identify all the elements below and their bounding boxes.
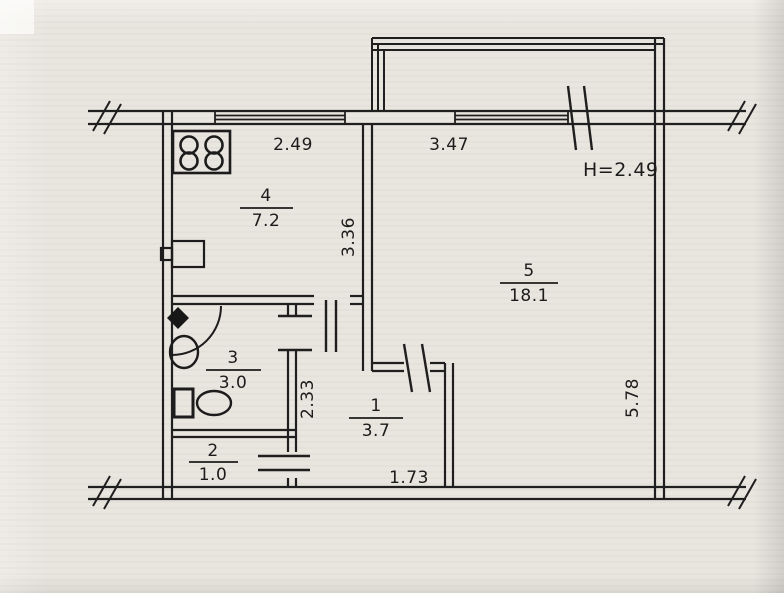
ceiling-height-label: H=2.49 xyxy=(583,159,659,181)
room-4-label: 4 7.2 xyxy=(240,186,293,231)
dim-kitchen-window: 2.49 xyxy=(273,135,313,155)
wall-break-marks xyxy=(92,100,757,510)
door-swing-arc xyxy=(171,305,222,356)
balcony-outline xyxy=(371,37,664,111)
room-1-label: 1 3.7 xyxy=(349,396,403,441)
room-3-area: 3.0 xyxy=(219,373,248,393)
dim-kitchen-depth: 3.36 xyxy=(339,217,359,257)
bathroom-door-mark xyxy=(278,314,312,352)
balcony-door-mark xyxy=(566,85,594,151)
kitchen-door-mark xyxy=(324,300,338,352)
room-3-number: 3 xyxy=(227,348,238,368)
dim-living-window: 3.47 xyxy=(429,135,469,155)
room-1-number: 1 xyxy=(370,396,381,416)
vent-box-icon xyxy=(159,239,206,269)
room-5-area: 18.1 xyxy=(509,286,549,306)
room-3-label: 3 3.0 xyxy=(206,348,261,393)
living-room-door-mark xyxy=(402,343,432,393)
stove-icon xyxy=(171,129,232,175)
dim-hall-left-depth: 2.33 xyxy=(298,379,318,419)
room-1-area: 3.7 xyxy=(362,421,391,441)
room-2-area: 1.0 xyxy=(199,465,228,485)
door-leaf-icon xyxy=(167,307,189,329)
wc-door-mark xyxy=(258,454,310,472)
dim-living-depth: 5.78 xyxy=(623,378,643,418)
washbasin-icon xyxy=(168,334,200,370)
room-4-number: 4 xyxy=(260,186,271,206)
toilet-icon xyxy=(172,387,233,419)
scan-corner-artifact xyxy=(0,0,34,34)
dim-hall-bottom-width: 1.73 xyxy=(389,468,429,488)
living-room-window xyxy=(454,111,569,124)
kitchen-window xyxy=(214,111,346,124)
room-2-label: 2 1.0 xyxy=(189,441,238,485)
room-4-area: 7.2 xyxy=(252,211,281,231)
room-5-label: 5 18.1 xyxy=(500,261,558,306)
room-2-number: 2 xyxy=(207,441,218,461)
interior-walls xyxy=(172,124,455,487)
room-5-number: 5 xyxy=(523,261,534,281)
